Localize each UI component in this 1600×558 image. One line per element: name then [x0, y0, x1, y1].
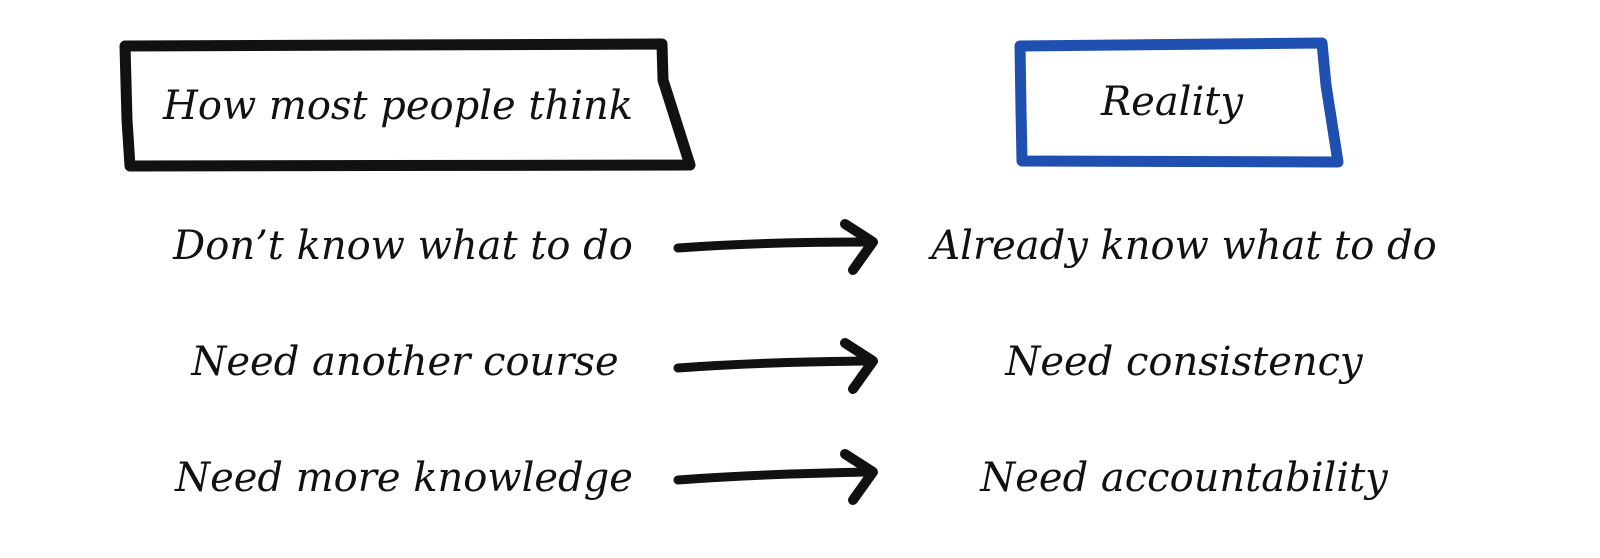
belief-row-1: Don’t know what to do	[173, 223, 633, 269]
arrow-head	[840, 338, 878, 394]
arrow-shaft	[673, 356, 872, 373]
arrow-head	[840, 219, 878, 275]
reality-row-1: Already know what to do	[931, 223, 1437, 269]
right-header-title: Reality	[1101, 79, 1243, 125]
arrow-shaft	[673, 237, 872, 253]
left-header-title: How most people think	[162, 83, 634, 129]
arrow-row-1	[673, 219, 878, 275]
arrow-row-2	[673, 338, 878, 394]
reality-row-2: Need consistency	[1005, 339, 1363, 385]
arrow-row-3	[673, 449, 878, 505]
belief-row-3: Need more knowledge	[175, 455, 633, 501]
reality-row-3: Need accountability	[980, 455, 1388, 501]
belief-row-2: Need another course	[191, 339, 619, 385]
arrow-head	[840, 449, 878, 505]
arrow-shaft	[673, 467, 872, 485]
